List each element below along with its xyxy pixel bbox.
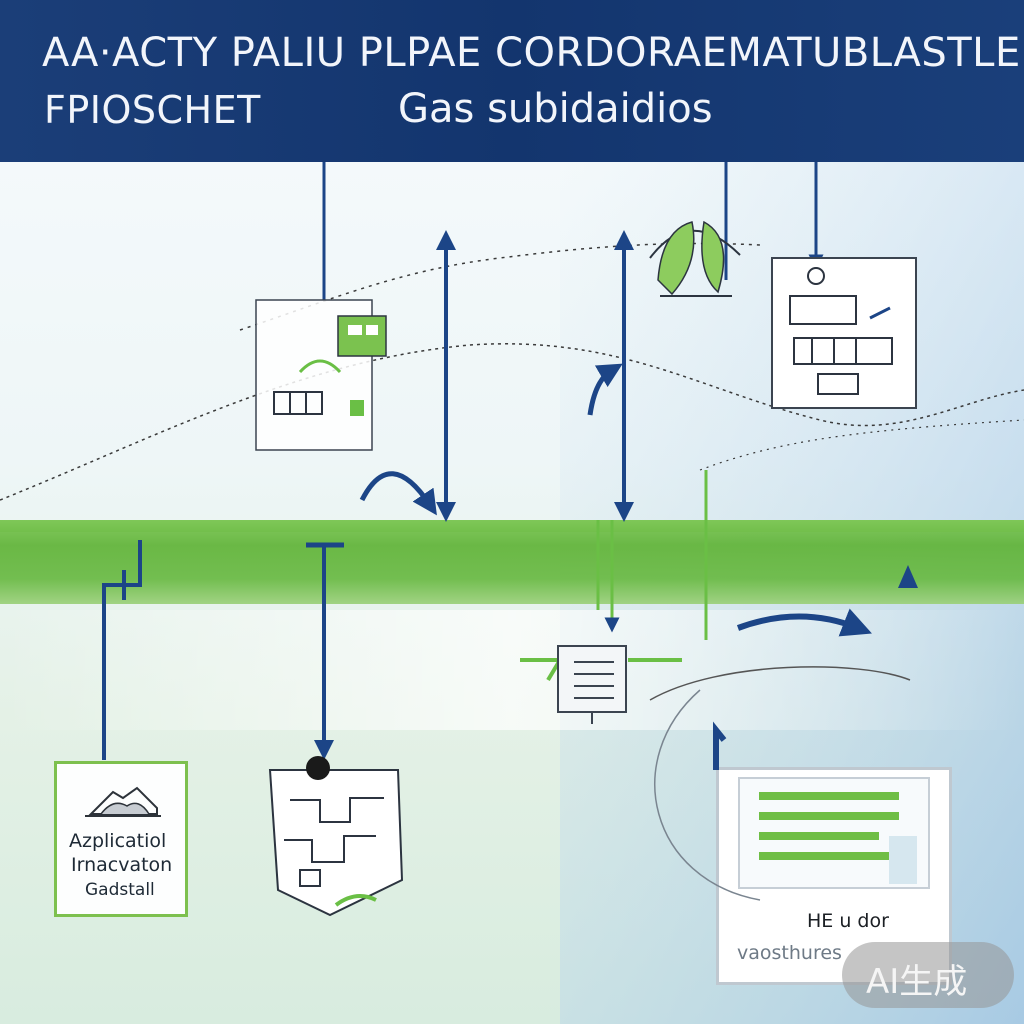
document-card-line-2: vaosthures bbox=[737, 942, 842, 964]
sketch-arc-curve bbox=[654, 689, 761, 901]
document-icon bbox=[738, 777, 930, 889]
table-sheet-icon bbox=[771, 257, 917, 409]
application-card: Azplicatiol Irnacvaton Gadstall bbox=[54, 761, 188, 917]
small-arrowhead bbox=[898, 565, 918, 588]
title-line-2: FPIOSCHET bbox=[44, 88, 261, 132]
application-card-line-2: Irnacvaton bbox=[71, 854, 173, 876]
application-card-line-3: Gadstall bbox=[85, 880, 155, 900]
title-line-1: AA·ACTY PALIU PLPAE CORDORAEMATUBLASTLE bbox=[42, 30, 1021, 76]
house-icon bbox=[85, 786, 161, 817]
ai-watermark-text: AI生成 bbox=[866, 962, 968, 1002]
green-horizontal-band bbox=[0, 520, 1024, 604]
bracket-arrow bbox=[713, 721, 727, 770]
curved-arrow-3 bbox=[736, 608, 872, 637]
map-sheet-icon bbox=[268, 756, 404, 917]
sketch-arc-line bbox=[649, 666, 911, 701]
ai-watermark-badge: AI生成 bbox=[842, 942, 1014, 1008]
header-banner: AA·ACTY PALIU PLPAE CORDORAEMATUBLASTLE … bbox=[0, 0, 1024, 162]
sketch-curve-lower bbox=[0, 343, 1024, 501]
title-line-3: Gas subidaidios bbox=[398, 86, 713, 132]
application-card-line-1: Azplicatiol bbox=[69, 830, 167, 852]
document-card-line-1: HE u dor bbox=[807, 910, 889, 932]
curved-arrow-1 bbox=[359, 471, 437, 516]
building-icon bbox=[255, 299, 387, 451]
sketch-curve-right bbox=[699, 419, 1024, 471]
curved-arrow-2 bbox=[587, 363, 623, 416]
green-arrow-left bbox=[520, 658, 564, 682]
leaf-building-icon bbox=[649, 220, 741, 297]
server-icon bbox=[557, 645, 627, 724]
